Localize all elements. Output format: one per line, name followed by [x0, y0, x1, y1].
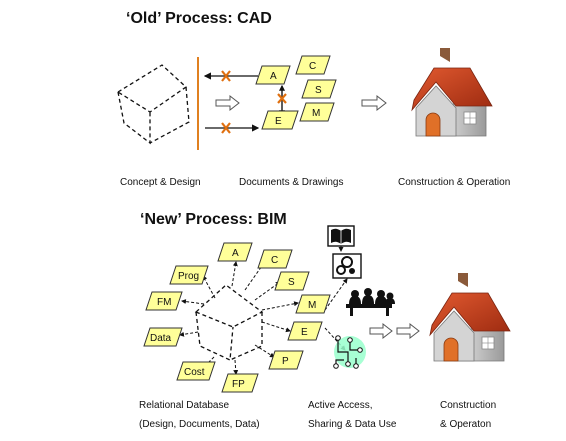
tag-e-new: [287, 321, 323, 341]
caption-relational-database: Relational Database: [139, 400, 230, 411]
caption-active-access: Active Access,: [308, 400, 373, 411]
caption-documents-drawings: Documents & Drawings: [239, 177, 344, 188]
tag-e-old-label: E: [275, 116, 282, 127]
tag-p-new: [268, 350, 304, 370]
tag-p-new-label: P: [282, 356, 289, 367]
house-icon: [411, 48, 493, 137]
tag-a-old-label: A: [270, 71, 277, 82]
tag-s-new: [274, 271, 310, 291]
house-icon: [429, 273, 511, 362]
wireframe-house-new: [194, 284, 264, 361]
tag-e-old: [261, 110, 299, 130]
caption-operation: & Operaton: [440, 419, 492, 430]
tag-e-new-label: E: [301, 327, 308, 338]
blocked-arrows: [203, 72, 285, 132]
tag-cost-new-label: Cost: [184, 367, 205, 378]
tag-m-old-label: M: [312, 108, 320, 119]
book-icon: [327, 225, 355, 252]
tag-a-new: [217, 242, 253, 262]
network-globe-icon: [333, 335, 366, 369]
tag-a-new-label: A: [232, 248, 239, 259]
caption-concept-design: Concept & Design: [120, 177, 201, 188]
tag-m-new-label: M: [308, 300, 316, 311]
x-mark-icon: [221, 70, 287, 134]
caption-relational-database-detail: (Design, Documents, Data): [139, 419, 260, 430]
tag-s-old-label: S: [315, 85, 322, 96]
caption-construction-operation: Construction & Operation: [398, 177, 511, 188]
tag-prog-new: [169, 265, 209, 285]
tag-s-new-label: S: [288, 277, 295, 288]
tag-fm-new-label: FM: [157, 297, 171, 308]
hollow-arrow-icon: [369, 322, 393, 340]
tag-a-old: [255, 65, 291, 85]
wireframe-house-old: [116, 64, 190, 145]
tag-c-old: [295, 55, 331, 75]
hollow-arrow-icon: [396, 322, 420, 340]
new-process-title: ‘New’ Process: BIM: [140, 211, 287, 228]
tag-m-old: [299, 102, 335, 122]
hollow-arrow-icon: [361, 94, 387, 112]
tag-c-new: [257, 249, 293, 269]
tag-prog-new-label: Prog: [178, 271, 199, 282]
hollow-arrow-icon: [215, 94, 240, 112]
people-icon: [346, 288, 395, 316]
tag-s-old: [301, 79, 337, 99]
tag-fm-new: [145, 291, 183, 311]
tag-fp-new-label: FP: [232, 379, 245, 390]
connector-arrows: [179, 261, 348, 375]
tag-m-new: [295, 294, 331, 314]
tag-fp-new: [221, 373, 259, 393]
caption-construction: Construction: [440, 400, 497, 411]
tag-c-new-label: C: [271, 255, 278, 266]
tag-data-new: [143, 327, 183, 347]
old-process-title: ‘Old’ Process: CAD: [126, 10, 272, 27]
caption-sharing-data-use: Sharing & Data Use: [308, 419, 397, 430]
tag-cost-new: [176, 361, 216, 381]
gear-icon: [332, 253, 362, 279]
tag-data-new-label: Data: [150, 333, 172, 344]
tag-c-old-label: C: [309, 61, 316, 72]
